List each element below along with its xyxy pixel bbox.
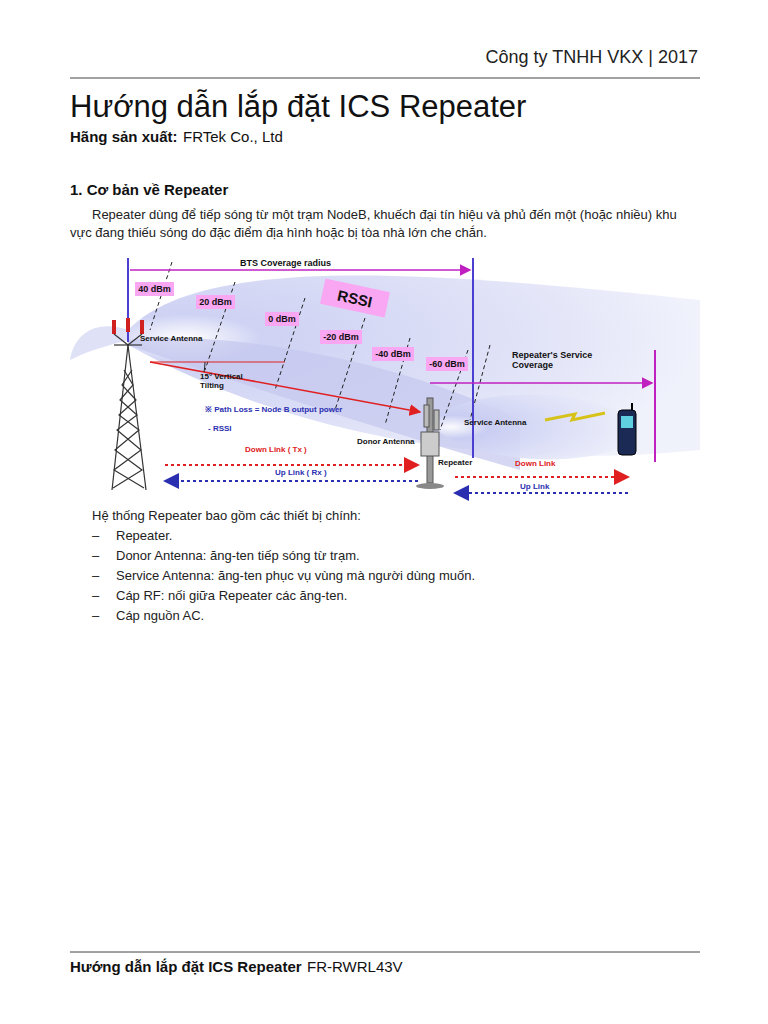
dbm-box: -20 dBm: [320, 330, 362, 344]
list-item: Repeater.: [116, 528, 172, 544]
link-arrows: [165, 465, 628, 493]
diagram-label: Up Link: [520, 482, 549, 492]
diagram-label: Service Antenna: [140, 334, 202, 344]
list-dash: –: [92, 608, 99, 624]
bts-tower: [112, 318, 146, 490]
mobile-phone: [618, 403, 636, 455]
section-heading: 1. Cơ bản về Repeater: [70, 181, 228, 200]
zigzag-signal: [545, 413, 605, 420]
node-text: 0 dBm: [268, 314, 296, 324]
list-item: Service Antenna: ăng-ten phục vụ vùng mà…: [116, 568, 475, 584]
diagram-label: Down Link ( Tx ): [245, 445, 307, 455]
list-dash: –: [92, 548, 99, 564]
diagram-label: ※ Path Loss = Node B output power: [205, 405, 342, 415]
tilt-geometry: [150, 362, 420, 412]
diagram-label: BTS Coverage radius: [240, 258, 331, 269]
diagram-label: Up Link ( Rx ): [275, 468, 327, 478]
node-text: -20 dBm: [323, 332, 359, 342]
node-text: -40 dBm: [375, 349, 411, 359]
list-dash: –: [92, 528, 99, 544]
node-text: -60 dBm: [429, 359, 465, 369]
dbm-box: 0 dBm: [265, 312, 299, 326]
diagram-label: Repeater's Service Coverage: [512, 350, 622, 371]
node-text: 40 dBm: [138, 284, 171, 294]
footer-model: FR-RWRL43V: [307, 958, 403, 977]
diagram-label: - RSSI: [208, 424, 232, 434]
diagram-label: Service Antenna: [464, 418, 526, 428]
maker-name: FRTek Co., Ltd: [183, 128, 283, 147]
coverage-markers: [128, 258, 655, 462]
dbm-box: 40 dBm: [135, 282, 174, 296]
list-item: Donor Antenna: ăng-ten tiếp sóng từ trạm…: [116, 548, 360, 564]
dbm-box: -60 dBm: [426, 357, 468, 371]
maker-label: Hãng sản xuất:: [70, 128, 178, 147]
list-intro: Hệ thống Repeater bao gồm các thiết bị c…: [92, 508, 361, 524]
page-title: Hướng dẫn lắp đặt ICS Repeater: [70, 88, 526, 127]
diagram-label: 15° Vertical Tilting: [200, 372, 260, 390]
node-text: 20 dBm: [199, 297, 232, 307]
list-dash: –: [92, 568, 99, 584]
diagram-label: Repeater: [438, 458, 472, 468]
list-item: Cáp nguồn AC.: [116, 608, 204, 624]
list-dash: –: [92, 588, 99, 604]
repeater-mast: [416, 398, 444, 489]
list-item: Cáp RF: nối giữa Repeater các ăng-ten.: [116, 588, 347, 604]
dbm-box: 20 dBm: [196, 295, 235, 309]
coverage-beams: [70, 275, 700, 470]
footer-title: Hướng dẫn lắp đặt ICS Repeater: [70, 958, 302, 977]
diagram-label: Donor Antenna: [357, 437, 414, 447]
rssi-dash-lines: [150, 262, 490, 430]
intro-paragraph: Repeater dùng để tiếp sóng từ một trạm N…: [70, 206, 700, 241]
dbm-box: -40 dBm: [372, 347, 414, 361]
node-text: RSSI: [336, 286, 374, 310]
diagram-label: Down Link: [515, 459, 555, 469]
rules: [70, 78, 700, 952]
header-text: Công ty TNHH VKX | 2017: [486, 46, 698, 69]
